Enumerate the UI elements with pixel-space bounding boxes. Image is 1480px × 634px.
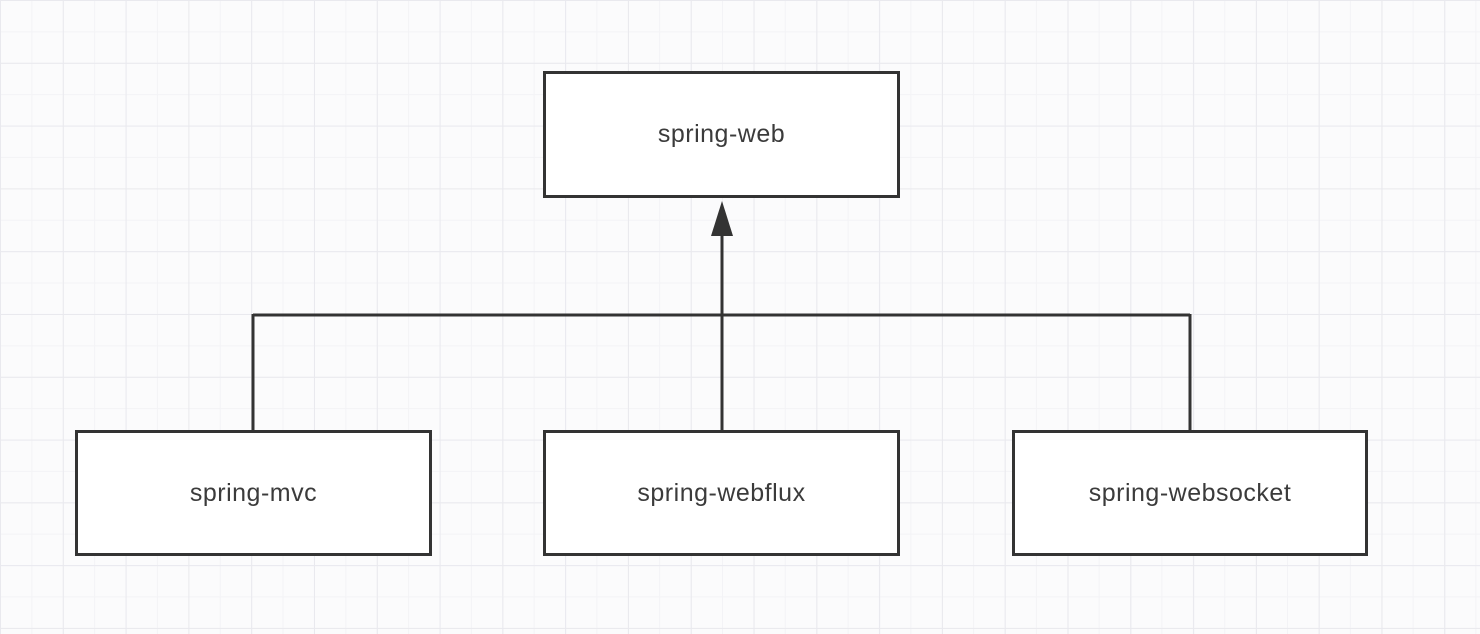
node-spring-mvc: spring-mvc bbox=[75, 430, 432, 556]
node-spring-mvc-label: spring-mvc bbox=[189, 478, 318, 507]
node-spring-web-label: spring-web bbox=[657, 120, 786, 148]
arrowhead-icon bbox=[711, 201, 733, 236]
node-spring-webflux: spring-webflux bbox=[543, 430, 900, 556]
node-spring-websocket: spring-websocket bbox=[1012, 430, 1368, 556]
node-spring-webflux-label: spring-webflux bbox=[637, 478, 806, 507]
node-spring-websocket-label: spring-websocket bbox=[1088, 478, 1292, 507]
node-spring-web: spring-web bbox=[543, 71, 900, 198]
